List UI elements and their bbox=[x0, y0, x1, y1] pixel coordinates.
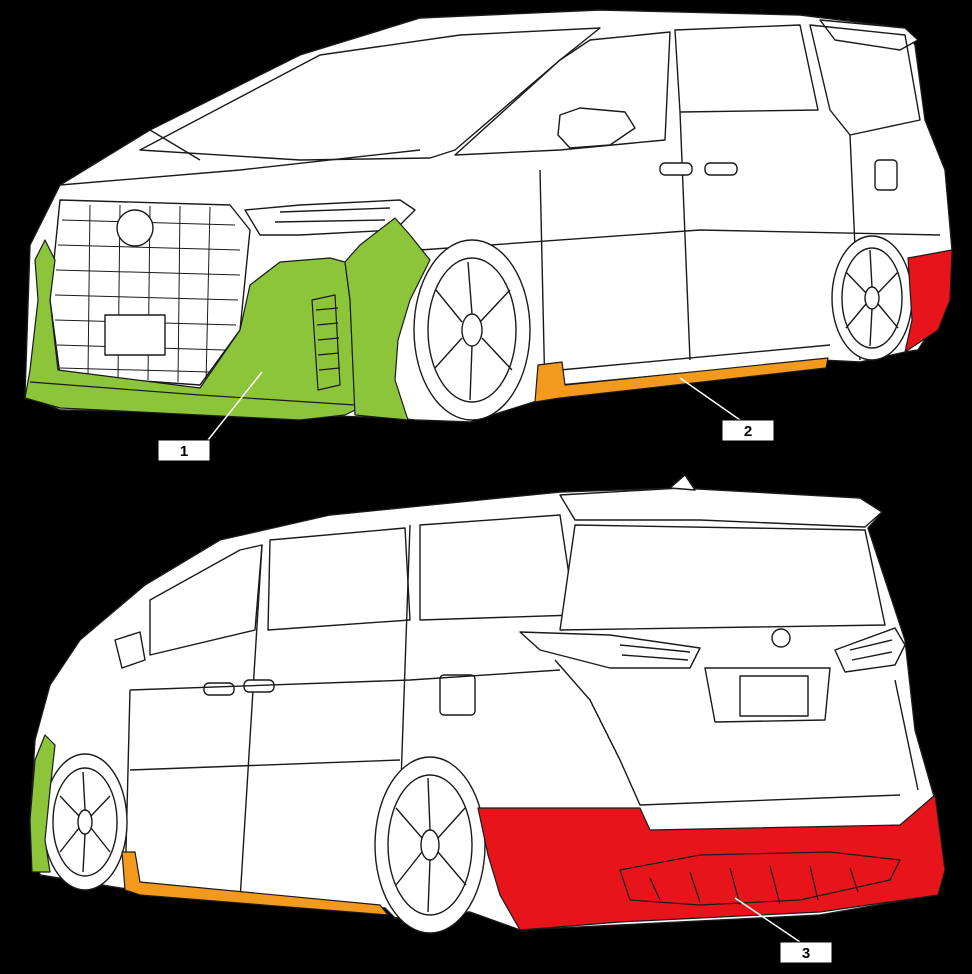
callout-3-box bbox=[779, 941, 833, 964]
callout-3-label: 3 bbox=[802, 945, 810, 962]
rear-antenna bbox=[669, 474, 696, 491]
rear-side-window-1 bbox=[149, 544, 263, 656]
rear-diffuser-fins bbox=[649, 865, 859, 906]
rear-side-window-2 bbox=[267, 527, 411, 631]
rear-bumper-part-front bbox=[904, 249, 953, 353]
front-side-window-2 bbox=[674, 24, 819, 113]
rear-back-glass bbox=[559, 524, 886, 631]
front-door-handle-1 bbox=[659, 162, 693, 176]
callout-2-box bbox=[721, 419, 775, 442]
rear-door-handle-1 bbox=[203, 682, 235, 696]
rear-body-crease bbox=[129, 669, 561, 771]
side-skirt-part-rear-view bbox=[121, 851, 389, 916]
rear-emblem bbox=[771, 628, 791, 648]
rear-tail-light-left bbox=[519, 631, 701, 669]
rear-diffuser bbox=[619, 851, 901, 906]
side-skirt-part-front bbox=[534, 357, 829, 403]
front-door-handle-2 bbox=[704, 162, 738, 176]
rear-view-van bbox=[29, 474, 946, 931]
front-license-plate bbox=[104, 314, 166, 356]
front-fuel-door bbox=[874, 159, 898, 191]
front-lip-line bbox=[29, 381, 356, 406]
front-body-crease bbox=[419, 229, 941, 371]
rear-view-kit-parts bbox=[29, 734, 946, 931]
callout-1: 1 bbox=[157, 371, 263, 462]
front-bumper-part-side bbox=[344, 217, 431, 421]
front-roof-spoiler bbox=[819, 19, 919, 51]
rear-tailgate-line bbox=[554, 659, 919, 806]
front-rear-wheel bbox=[831, 235, 913, 361]
rear-plate-recess bbox=[704, 667, 831, 723]
rear-fuel-door bbox=[439, 674, 476, 716]
front-view-kit-parts bbox=[24, 217, 953, 421]
rear-rear-wheel bbox=[374, 756, 486, 934]
callout-3: 3 bbox=[734, 897, 833, 964]
front-view-wheels bbox=[413, 235, 913, 421]
rear-tail-light-detail bbox=[619, 639, 893, 661]
front-left-wheel bbox=[413, 239, 531, 421]
front-headlight-detail bbox=[274, 207, 391, 223]
front-foglight-slats bbox=[315, 307, 341, 371]
rear-mirror bbox=[114, 631, 146, 669]
rear-license-plate bbox=[739, 675, 809, 717]
callout-1-box bbox=[157, 439, 211, 462]
front-foglight-vent bbox=[311, 294, 341, 391]
callout-1-label: 1 bbox=[180, 443, 188, 460]
rear-front-wheel bbox=[42, 753, 128, 891]
front-side-window-1 bbox=[454, 31, 671, 156]
front-mirror bbox=[557, 107, 636, 149]
rear-tail-light-right bbox=[834, 627, 906, 673]
front-hood-line bbox=[59, 129, 421, 186]
front-bumper-part-rear-view bbox=[29, 734, 56, 873]
rear-roof-spoiler bbox=[559, 487, 883, 528]
front-emblem bbox=[116, 209, 154, 247]
callout-2: 2 bbox=[679, 377, 775, 442]
front-side-window-3 bbox=[809, 24, 921, 136]
callout-2-label: 2 bbox=[744, 423, 752, 440]
